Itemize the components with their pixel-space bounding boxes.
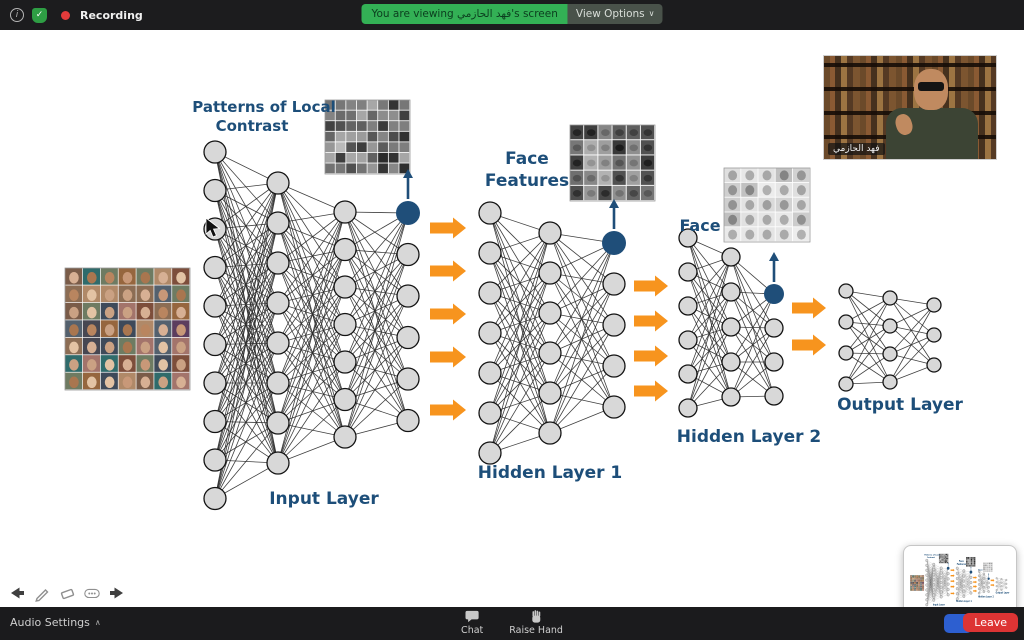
face-templates-image: [723, 167, 811, 243]
label-hidden-layer-2: Hidden Layer 2: [677, 427, 821, 447]
audio-settings-label: Audio Settings: [10, 616, 90, 629]
encryption-shield-icon[interactable]: ✓: [32, 7, 47, 23]
info-icon[interactable]: i: [10, 8, 24, 22]
chevron-up-icon: ∧: [94, 618, 101, 627]
raise-hand-button[interactable]: Raise Hand: [509, 609, 563, 636]
network-3: [678, 228, 784, 418]
face-features-image: [569, 124, 656, 202]
chat-button[interactable]: Chat: [461, 609, 483, 636]
viewing-banner-text: You are viewing فهد الحازمي's screen: [361, 4, 568, 24]
slide-thumbnail-preview: [910, 553, 1010, 607]
presenter-head: [914, 69, 948, 110]
faces-collage-image: [64, 267, 191, 391]
top-bar: i ✓ Recording You are viewing فهد الحازم…: [0, 0, 1024, 30]
chat-bubble-icon: [465, 610, 479, 623]
forward-arrow-icon[interactable]: [108, 584, 126, 602]
chat-label: Chat: [461, 625, 484, 636]
view-options-button[interactable]: View Options ∨: [567, 4, 663, 24]
network-4: [838, 283, 942, 392]
annotation-toolbar: [8, 584, 126, 602]
network-1: [203, 140, 420, 511]
local-contrast-patterns-image: [324, 99, 411, 175]
layer-arrows-2: [634, 275, 668, 402]
participant-name: فهد الحازمي: [828, 143, 885, 155]
mouse-cursor: [205, 217, 221, 238]
chevron-down-icon: ∨: [648, 9, 655, 18]
check-icon: ✓: [35, 10, 44, 20]
view-options-label: View Options: [575, 8, 645, 20]
center-controls: Chat Raise Hand: [461, 609, 563, 636]
label-patterns-line2: Contrast: [216, 117, 289, 135]
label-face-features-line1: Face: [505, 149, 549, 169]
leave-button[interactable]: Leave: [963, 613, 1018, 632]
network-2: [478, 199, 626, 465]
eraser-icon[interactable]: [58, 584, 76, 602]
label-face: Face: [679, 216, 720, 235]
label-output-layer: Output Layer: [837, 395, 963, 415]
label-hidden-layer-1: Hidden Layer 1: [478, 463, 622, 483]
slide-thumbnail[interactable]: [903, 545, 1017, 615]
presenter: [824, 56, 996, 159]
recording-label: Recording: [80, 8, 143, 22]
hand-icon: [532, 610, 541, 623]
label-patterns-line1: Patterns of Local: [192, 98, 336, 116]
more-tools-icon[interactable]: [83, 584, 101, 602]
recording-dot-icon: [61, 10, 70, 20]
viewing-banner: You are viewing فهد الحازمي's screen Vie…: [361, 4, 663, 24]
control-bar: Audio Settings ∧ Chat Raise Hand Leave: [0, 607, 1024, 640]
audio-settings-button[interactable]: Audio Settings ∧: [10, 616, 101, 629]
pencil-icon[interactable]: [33, 584, 51, 602]
participant-video[interactable]: فهد الحازمي: [823, 55, 997, 160]
back-arrow-icon[interactable]: [8, 584, 26, 602]
label-input-layer: Input Layer: [269, 489, 379, 509]
layer-arrows-3: [792, 297, 826, 356]
sunglasses: [918, 82, 944, 91]
layer-arrows-1: [430, 217, 466, 421]
raise-hand-label: Raise Hand: [509, 625, 563, 636]
label-face-features-line2: Features: [485, 171, 569, 191]
meeting-status-cluster: i ✓ Recording: [0, 7, 143, 23]
